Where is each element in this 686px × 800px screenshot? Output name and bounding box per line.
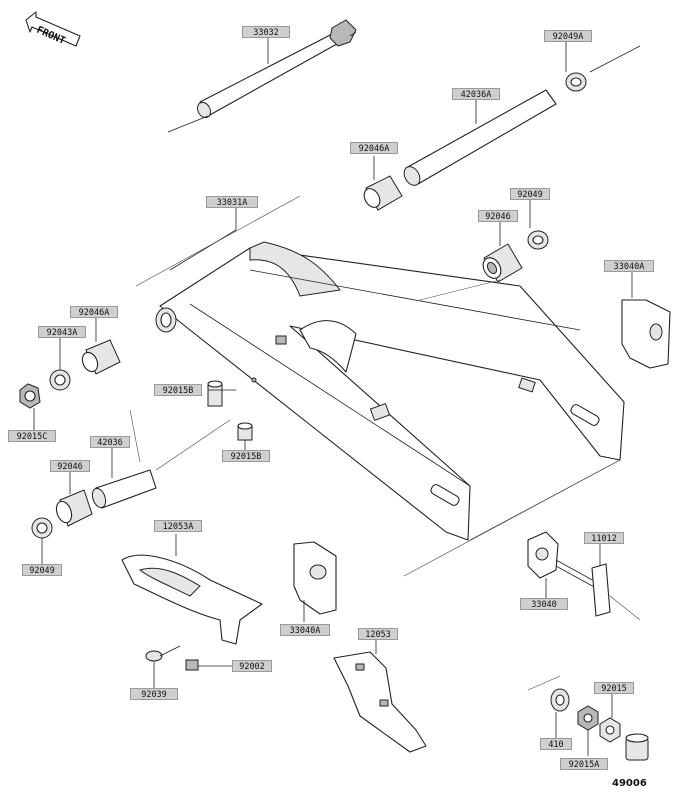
callout-92046A-left: 92046A — [70, 306, 118, 318]
bolt-92002 — [185, 659, 232, 671]
plate-11012 — [591, 544, 641, 621]
callout-92049: 92049 — [510, 188, 550, 200]
sleeve-92015b-2 — [237, 422, 253, 452]
collar-92049-left — [31, 517, 53, 566]
callout-33040A: 33040A — [604, 260, 654, 272]
callout-33032: 33032 — [242, 26, 290, 38]
callout-42036: 42036 — [90, 436, 130, 448]
bushing-92046a-upper — [363, 156, 403, 211]
callout-92046A: 92046A — [350, 142, 398, 154]
callout-92043A: 92043A — [38, 326, 86, 338]
nut-92015a — [577, 705, 599, 756]
callout-410: 410 — [540, 738, 572, 750]
washer-92043a — [49, 338, 71, 391]
callout-92046-right: 92046 — [478, 210, 518, 222]
bushing-92046-right — [482, 222, 523, 283]
callout-92015B-2: 92015B — [222, 450, 270, 462]
collar-92049-right — [527, 198, 549, 250]
callout-12053A: 12053A — [154, 520, 202, 532]
callout-33031A: 33031A — [206, 196, 258, 208]
callout-92039: 92039 — [130, 688, 178, 700]
bushing-92046a-left — [81, 318, 121, 375]
chain-slider-12053 — [333, 640, 427, 753]
bracket-33040a-right — [621, 270, 671, 369]
callout-92046-left: 92046 — [50, 460, 90, 472]
washer-410 — [527, 675, 570, 738]
callout-92015C: 92015C — [8, 430, 56, 442]
pivot-shaft — [167, 19, 357, 133]
callout-11012: 11012 — [584, 532, 624, 544]
bracket-33040a-lower — [293, 541, 337, 622]
callout-92015A: 92015A — [560, 758, 608, 770]
front-arrow-icon: FRONT — [25, 11, 81, 47]
tube-42036a — [403, 89, 557, 186]
callout-33040: 33040 — [520, 598, 568, 610]
cap-bottom — [625, 733, 649, 761]
nut-92015c — [19, 383, 41, 430]
callout-33040A-2: 33040A — [280, 624, 330, 636]
callout-92049-left: 92049 — [22, 564, 62, 576]
swing-arm — [155, 206, 625, 541]
adjuster-33040 — [527, 531, 597, 598]
callout-92049A: 92049A — [544, 30, 592, 42]
screw-92039 — [145, 645, 181, 688]
callout-12053: 12053 — [358, 628, 398, 640]
sleeve-92015b — [207, 377, 257, 407]
nut-92015 — [599, 694, 621, 743]
callout-92015: 92015 — [594, 682, 634, 694]
tube-42036 — [91, 419, 231, 509]
cap-92049a — [565, 40, 641, 92]
callout-92015B: 92015B — [154, 384, 202, 396]
bushing-92046-left — [55, 470, 93, 527]
diagram-id: 49006 — [612, 778, 647, 789]
callout-92002: 92002 — [232, 660, 272, 672]
callout-42036A: 42036A — [452, 88, 500, 100]
chain-guard-12053a — [121, 534, 263, 645]
